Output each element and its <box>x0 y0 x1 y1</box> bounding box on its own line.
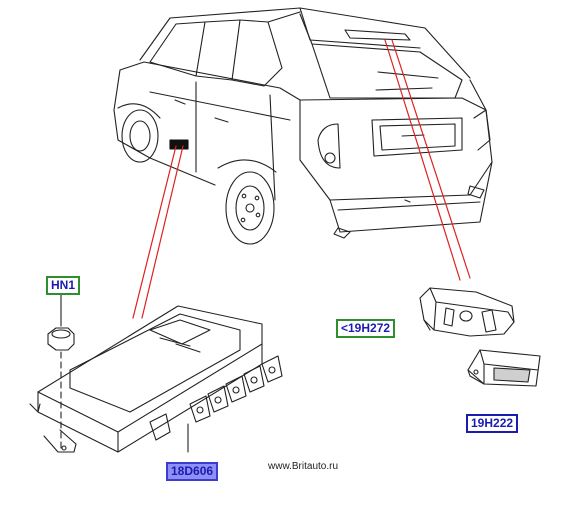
control-module-part <box>29 305 283 453</box>
callout-camera[interactable]: <19H272 <box>336 319 396 338</box>
leader-lines <box>132 39 471 319</box>
bracket-part <box>467 349 541 387</box>
callout-hn1[interactable]: HN1 <box>46 276 81 295</box>
vehicle-illustration <box>113 7 493 245</box>
nut-part <box>47 293 75 451</box>
callout-bracket[interactable]: 19H222 <box>466 414 519 433</box>
camera-part <box>419 287 515 337</box>
callout-module[interactable]: 18D606 <box>166 462 219 481</box>
watermark-text: www.Britauto.ru <box>268 461 339 472</box>
